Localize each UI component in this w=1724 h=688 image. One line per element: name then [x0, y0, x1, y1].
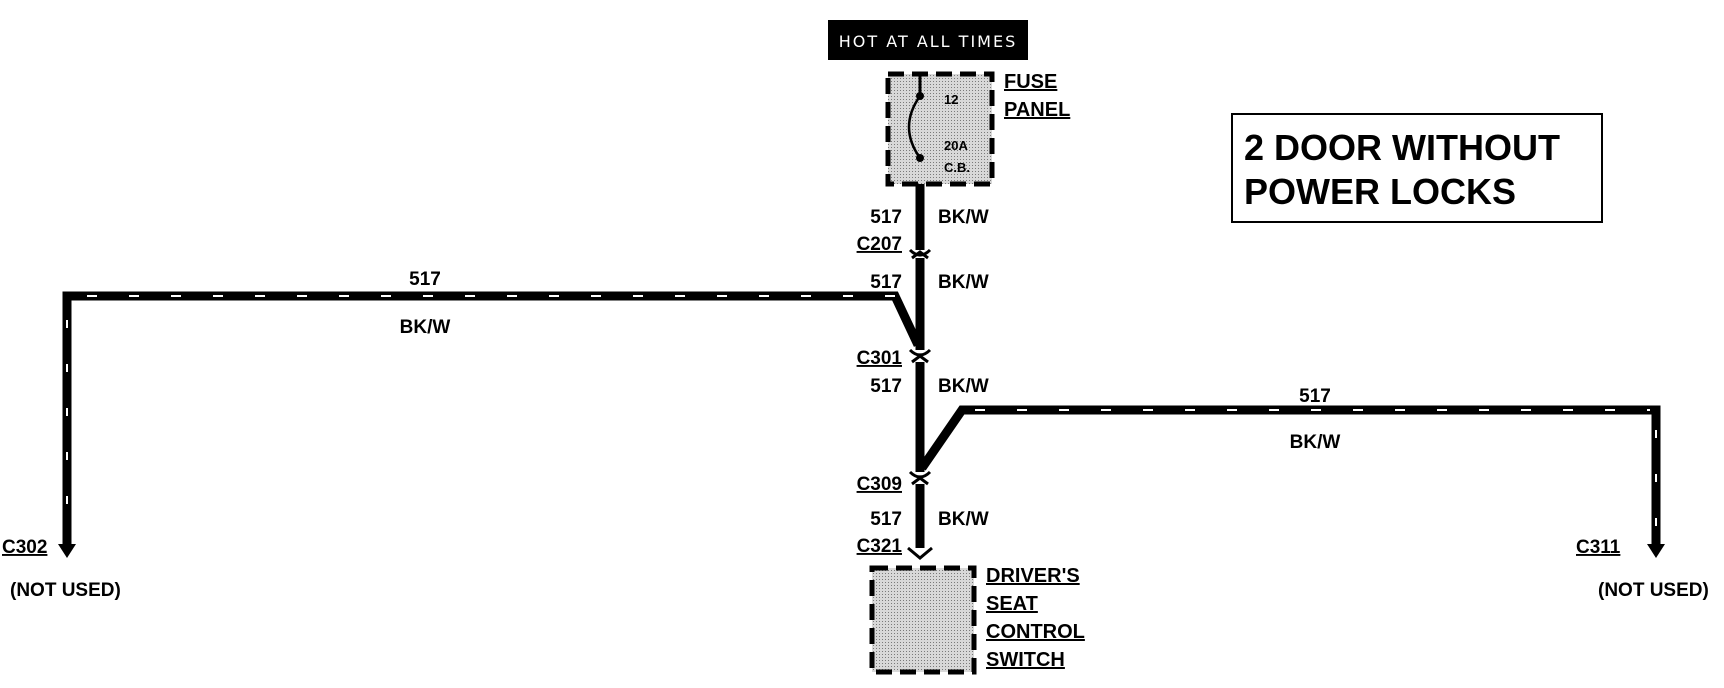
wire-517-label-2: 517	[870, 272, 902, 293]
wire-color-label-2: BK/W	[938, 272, 989, 293]
connector-c302-label: C302	[2, 537, 47, 558]
fuse-panel-label-1: FUSE	[1004, 71, 1057, 93]
connector-c311-label: C311	[1576, 537, 1621, 558]
fuse-panel-label-2: PANEL	[1004, 99, 1070, 121]
switch-label-2: SEAT	[986, 593, 1038, 615]
title-line-2: POWER LOCKS	[1244, 171, 1516, 212]
connector-c309-label: C309	[857, 474, 902, 495]
right-wire-517-label: 517	[1299, 386, 1331, 407]
switch-label-3: CONTROL	[986, 621, 1085, 643]
switch-label-4: SWITCH	[986, 649, 1065, 671]
wire-517-label-1: 517	[870, 207, 902, 228]
connector-c207-label: C207	[857, 234, 902, 255]
right-branch-wire	[918, 405, 1661, 546]
left-branch-wire	[62, 291, 923, 546]
connector-c207-symbol	[908, 248, 932, 260]
connector-c301-symbol	[908, 348, 932, 364]
fuse-type: C.B.	[944, 160, 970, 175]
drivers-seat-control-switch	[869, 565, 977, 675]
connector-c301-label: C301	[857, 348, 903, 369]
hot-at-all-times-banner: HOT AT ALL TIMES	[828, 20, 1028, 60]
title-line-1: 2 DOOR WITHOUT	[1244, 127, 1560, 168]
c311-arrow	[1647, 544, 1665, 558]
c311-not-used-label: (NOT USED)	[1598, 580, 1709, 601]
c302-arrow	[58, 544, 76, 558]
title-box: 2 DOOR WITHOUT POWER LOCKS	[1231, 113, 1603, 223]
left-wire-color-label: BK/W	[400, 317, 451, 338]
fuse-rating: 20A	[944, 138, 968, 153]
fuse-panel: 12 20A C.B.	[885, 71, 995, 187]
header-text: HOT AT ALL TIMES	[839, 32, 1017, 51]
wire-color-label-1: BK/W	[938, 207, 989, 228]
wire-color-label-4: BK/W	[938, 509, 989, 530]
connector-c321-label: C321	[857, 536, 903, 557]
wire-517-label-3: 517	[870, 376, 902, 397]
connector-c309-symbol	[908, 470, 932, 486]
c302-not-used-label: (NOT USED)	[10, 580, 121, 601]
right-wire-color-label: BK/W	[1290, 432, 1341, 453]
connector-c321-symbol	[907, 546, 933, 560]
fuse-number: 12	[944, 92, 958, 107]
left-wire-517-label: 517	[409, 269, 441, 290]
wire-color-label-3: BK/W	[938, 376, 989, 397]
switch-label-1: DRIVER'S	[986, 565, 1080, 587]
wire-517-label-4: 517	[870, 509, 902, 530]
